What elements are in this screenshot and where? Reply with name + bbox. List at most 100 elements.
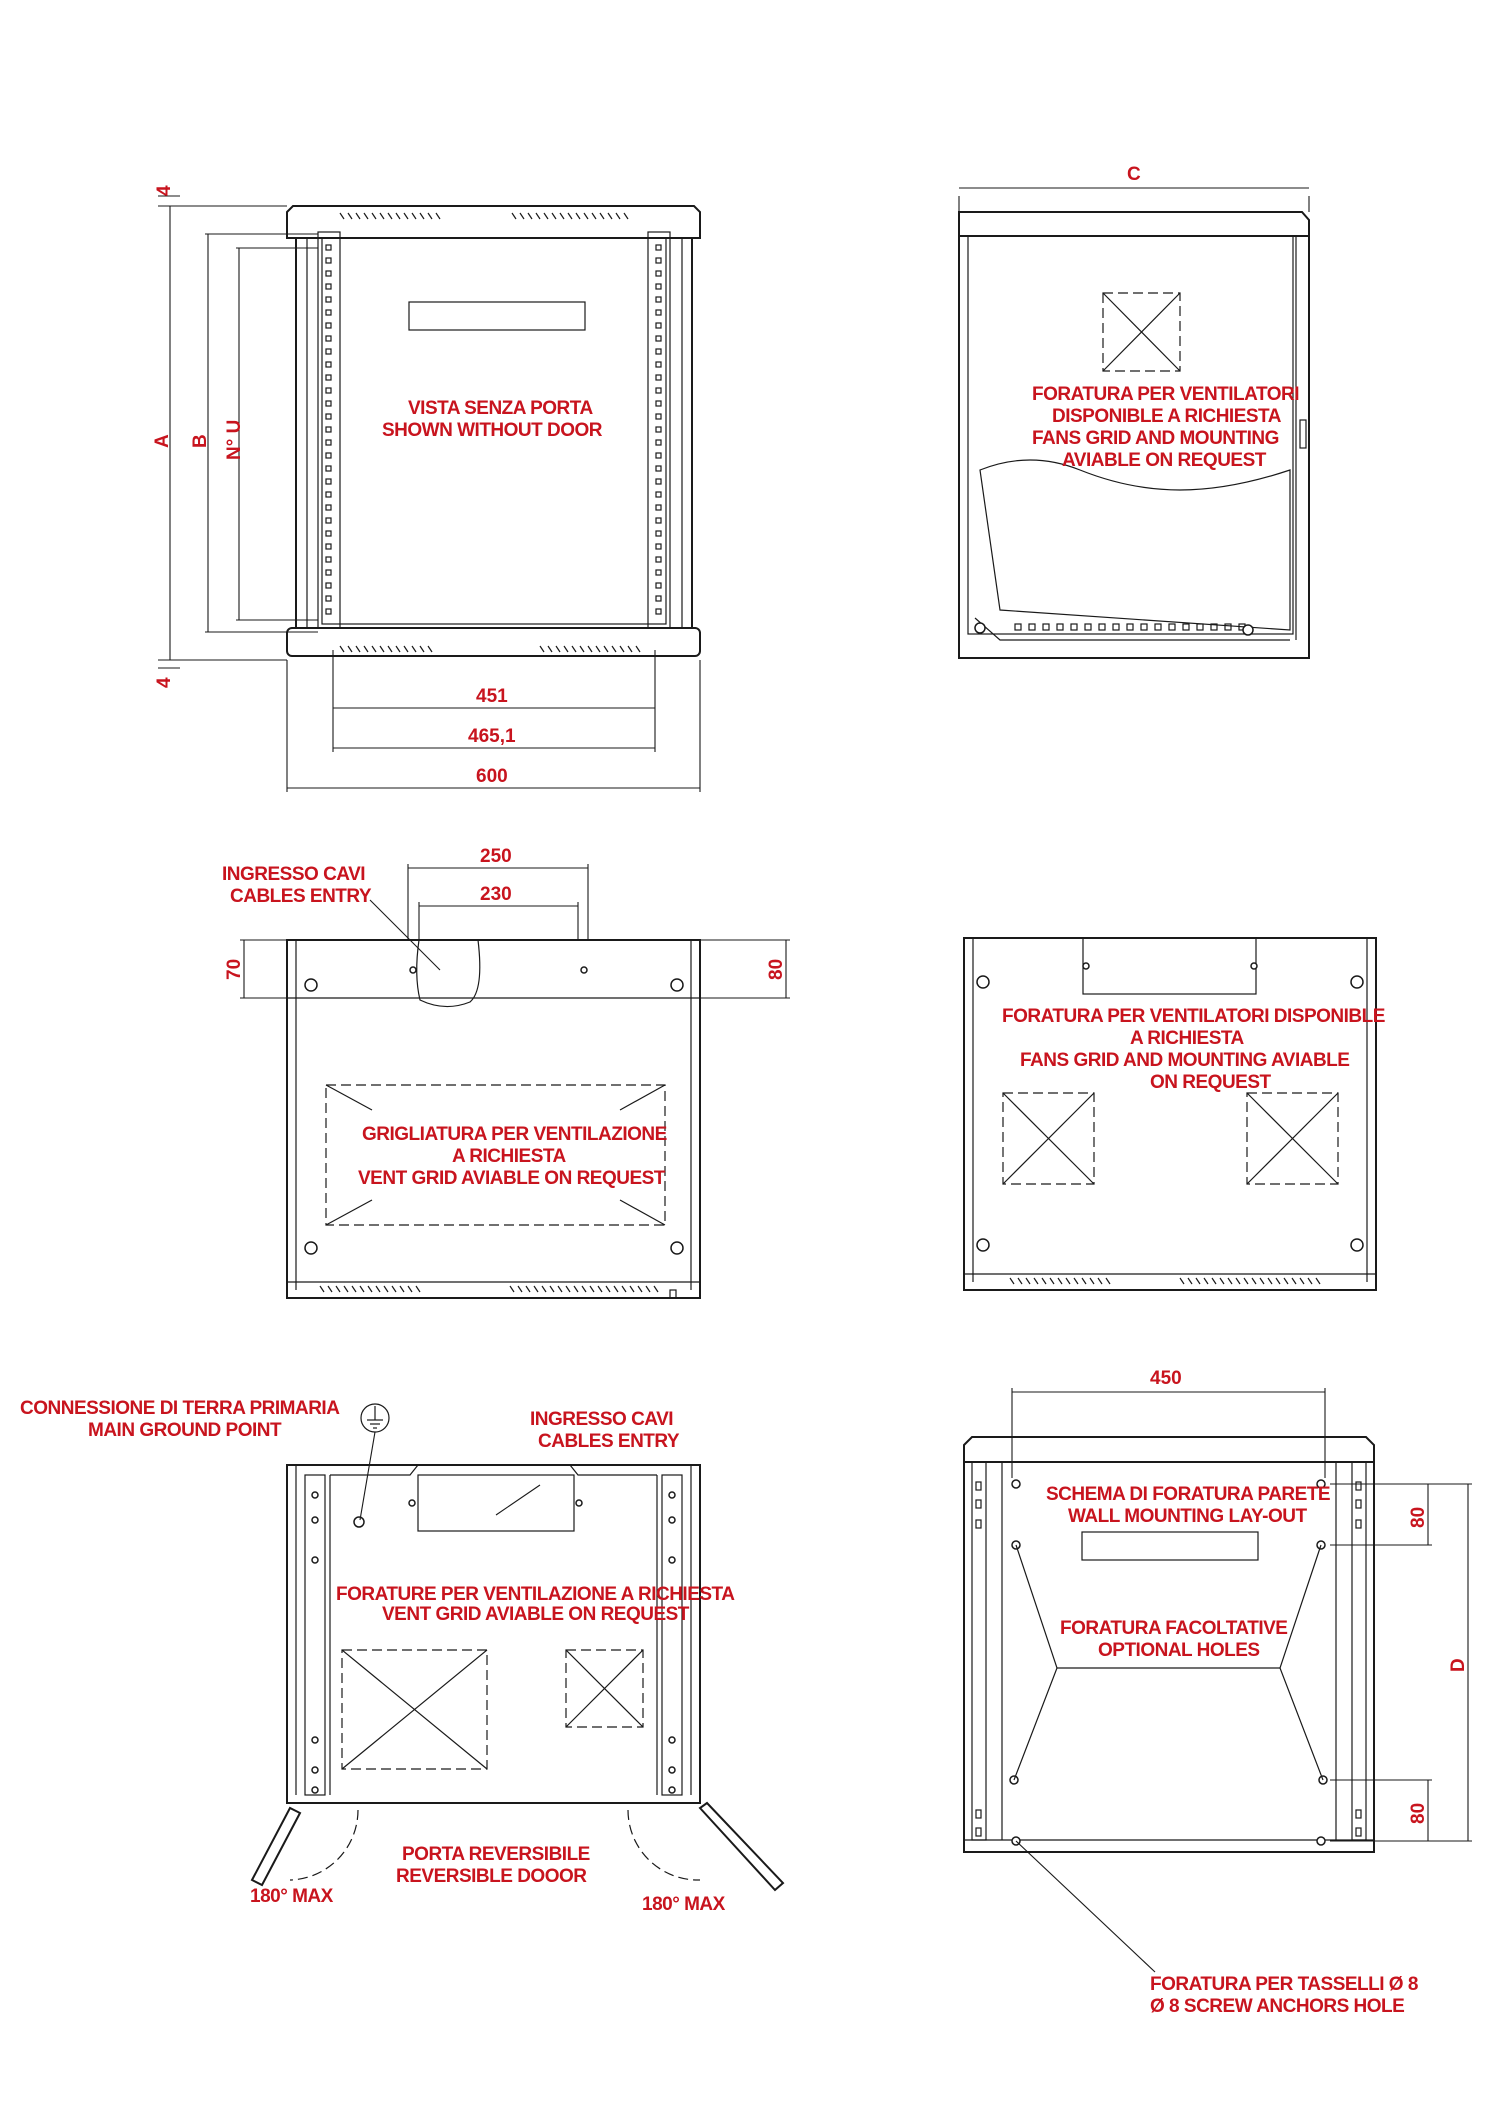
dim-465: 465,1 — [468, 726, 516, 747]
ground-line2: MAIN GROUND POINT — [88, 1420, 282, 1441]
vent-slot — [415, 1285, 421, 1293]
rail-hole — [655, 413, 662, 420]
vent-slot — [539, 645, 545, 653]
vent-slot — [583, 212, 589, 220]
foot-hole — [1154, 623, 1162, 631]
vent-slot — [1283, 1277, 1289, 1285]
vent-slot — [395, 212, 401, 220]
mounting-hole — [1316, 1479, 1326, 1489]
side-hole — [668, 1491, 676, 1499]
vent-slot — [1081, 1277, 1087, 1285]
vent-slot — [565, 1285, 571, 1293]
side-slot — [1355, 1809, 1362, 1819]
rail-hole — [655, 361, 662, 368]
rail-hole — [325, 478, 332, 485]
vent-slot — [411, 212, 417, 220]
side-hole — [311, 1516, 319, 1524]
rail-hole — [325, 400, 332, 407]
rear-view: 450 80 80 D SCHEMA DI FORATURA PARETE WA… — [963, 1368, 1472, 2017]
rail-hole — [325, 595, 332, 602]
foot-hole — [1084, 623, 1092, 631]
vent-slot — [1275, 1277, 1281, 1285]
rail-hole — [655, 582, 662, 589]
foot-hole — [1126, 623, 1134, 631]
fans-line4: ON REQUEST — [1150, 1072, 1272, 1093]
rail-hole — [655, 491, 662, 498]
dim-250: 250 — [480, 846, 512, 867]
vent-slot — [1291, 1277, 1297, 1285]
vent-slot — [363, 212, 369, 220]
rail-hole — [655, 335, 662, 342]
vent-slot — [371, 645, 377, 653]
vent-slot — [427, 212, 433, 220]
top-entry-line2: CABLES ENTRY — [230, 886, 372, 907]
front-view: VISTA SENZA PORTA SHOWN WITHOUT DOOR 4 4… — [152, 185, 701, 792]
vent-slot — [1267, 1277, 1273, 1285]
rail-hole — [655, 478, 662, 485]
vent-slot — [1195, 1277, 1201, 1285]
vent-slot — [1315, 1277, 1321, 1285]
rail-hole — [325, 283, 332, 290]
anchor-line1: FORATURA PER TASSELLI Ø 8 — [1150, 1974, 1418, 1995]
dim-bottom-4: 4 — [154, 677, 175, 688]
vent-slot — [509, 1285, 515, 1293]
vent-slot — [399, 1285, 405, 1293]
foot-hole — [1168, 623, 1176, 631]
vent-slot — [519, 212, 525, 220]
rail-hole — [325, 452, 332, 459]
foot-hole — [1182, 623, 1190, 631]
vent-slot — [555, 645, 561, 653]
rail-hole — [655, 595, 662, 602]
rail-hole — [325, 530, 332, 537]
anchor-line2: Ø 8 SCREW ANCHORS HOLE — [1150, 1996, 1404, 2017]
vent-slot — [367, 1285, 373, 1293]
bottom-vent-line2: VENT GRID AVIABLE ON REQUEST — [382, 1604, 690, 1625]
mounting-hole — [1316, 1836, 1326, 1846]
door-line1: PORTA REVERSIBILE — [402, 1844, 590, 1865]
vent-slot — [573, 1285, 579, 1293]
vent-slot — [355, 212, 361, 220]
vent-slot — [1211, 1277, 1217, 1285]
vent-slot — [557, 1285, 563, 1293]
vent-slot — [359, 1285, 365, 1293]
vent-slot — [339, 645, 345, 653]
vent-slot — [1259, 1277, 1265, 1285]
rail-hole — [325, 608, 332, 615]
vent-slot — [587, 645, 593, 653]
vent-slot — [375, 1285, 381, 1293]
foot-hole — [1210, 623, 1218, 631]
vent-slot — [653, 1285, 659, 1293]
vent-slot — [615, 212, 621, 220]
fans-line2: A RICHIESTA — [1130, 1028, 1245, 1049]
vent-slot — [533, 1285, 539, 1293]
optional-line2: OPTIONAL HOLES — [1098, 1640, 1260, 1661]
dim-80-top: 80 — [1408, 1507, 1429, 1528]
vent-slot — [551, 212, 557, 220]
vent-slot — [1219, 1277, 1225, 1285]
rail-hole — [325, 569, 332, 576]
vent-slot — [327, 1285, 333, 1293]
side-view: C FORATURA PER VENTILATORI DISPONIBLE A … — [958, 164, 1310, 659]
side-slot — [1355, 1481, 1362, 1491]
vent-slot — [603, 645, 609, 653]
rail-hole — [655, 608, 662, 615]
vent-slot — [567, 212, 573, 220]
rail-hole — [325, 270, 332, 277]
rail-hole — [655, 569, 662, 576]
vent-slot — [607, 212, 613, 220]
rail-hole — [325, 582, 332, 589]
rail-hole — [325, 426, 332, 433]
vent-slot — [1235, 1277, 1241, 1285]
vent-slot — [319, 1285, 325, 1293]
rail-hole — [325, 361, 332, 368]
layout-line1: SCHEMA DI FORATURA PARETE — [1046, 1484, 1330, 1505]
rail-hole — [325, 387, 332, 394]
rail-hole — [655, 283, 662, 290]
vent-slot — [1089, 1277, 1095, 1285]
dim-70: 70 — [224, 959, 245, 980]
vent-slot — [517, 1285, 523, 1293]
vent-slot — [599, 212, 605, 220]
side-slot — [1355, 1499, 1362, 1509]
top-view: INGRESSO CAVI CABLES ENTRY 250 230 70 80… — [222, 846, 790, 1299]
